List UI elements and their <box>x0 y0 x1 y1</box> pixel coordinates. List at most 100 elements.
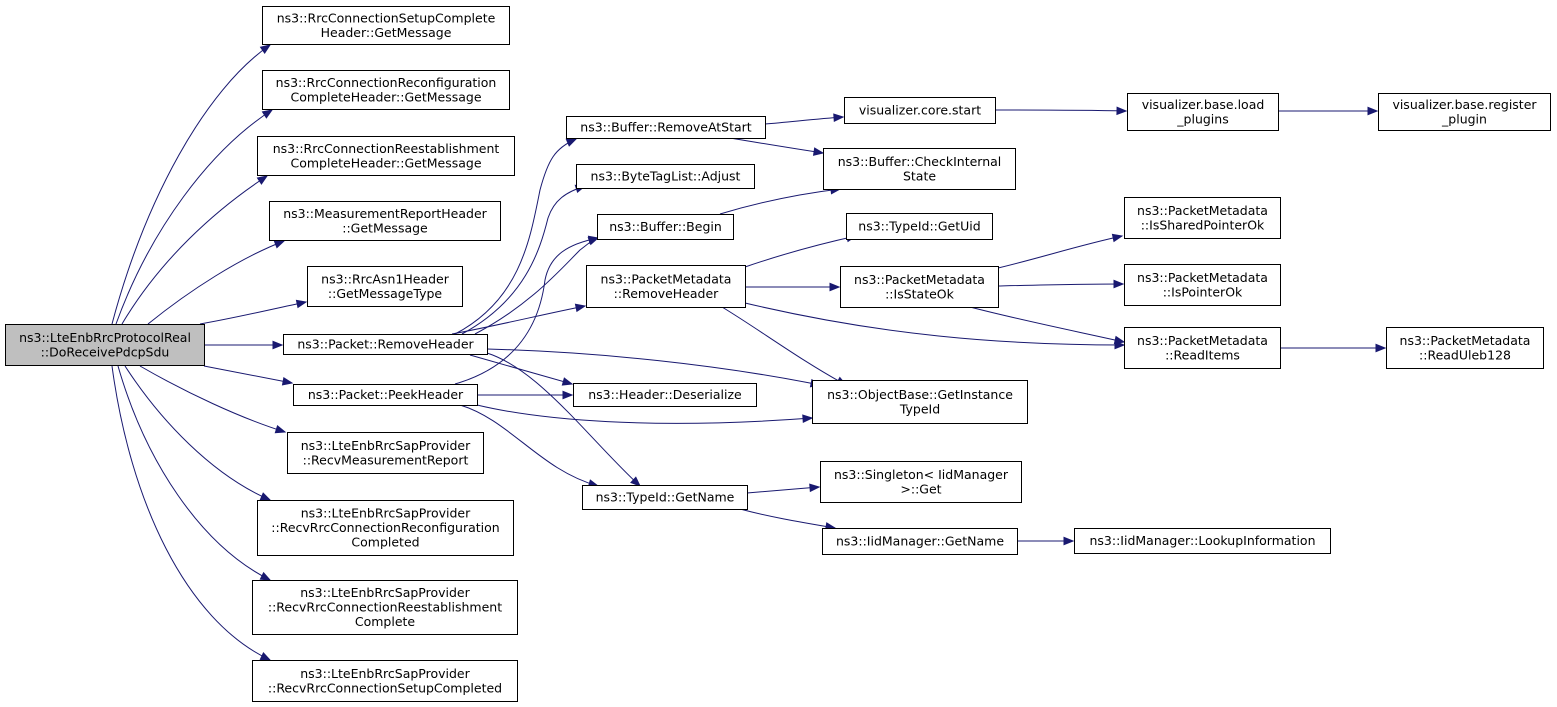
node-label-line: ns3::Buffer::CheckInternal <box>838 154 1002 169</box>
edge-layer <box>111 44 1387 661</box>
node-root[interactable]: ns3::LteEnbRrcProtocolReal::DoReceivePdc… <box>5 324 205 366</box>
node-box <box>1074 528 1331 554</box>
node-pm-remove[interactable]: ns3::PacketMetadata::RemoveHeader <box>586 265 746 308</box>
node-pm-shared[interactable]: ns3::PacketMetadata::IsSharedPointerOk <box>1124 197 1281 239</box>
edge-buf_begin-to-buf_check <box>719 188 841 215</box>
node-buf-begin[interactable]: ns3::Buffer::Begin <box>597 214 734 240</box>
node-label-line: ::RemoveHeader <box>614 286 720 301</box>
node-rcrc-get[interactable]: ns3::RrcConnectionReconfigurationComplet… <box>262 70 510 110</box>
node-box <box>5 324 205 366</box>
edge-tid_getname-to-iid_getname <box>739 508 836 529</box>
node-label-line: ::RecvRrcConnectionReestablishment <box>268 600 502 615</box>
node-box <box>597 214 734 240</box>
node-box <box>252 580 518 635</box>
edge-root-to-sap_reest <box>117 365 271 581</box>
node-label-line: ns3::PacketMetadata <box>1137 270 1268 285</box>
node-rcsc-get[interactable]: ns3::RrcConnectionSetupCompleteHeader::G… <box>262 6 510 45</box>
node-box <box>840 266 999 308</box>
node-box <box>1127 93 1279 131</box>
node-box <box>257 500 514 556</box>
node-sap-reest[interactable]: ns3::LteEnbRrcSapProvider::RecvRrcConnec… <box>252 580 518 635</box>
arrowhead-root-to-sap_reest <box>259 571 272 581</box>
node-pkt-peek[interactable]: ns3::Packet::PeekHeader <box>293 384 478 406</box>
arrowhead-pkt_peek-to-hdr_deser <box>562 390 574 400</box>
node-mrh-get[interactable]: ns3::MeasurementReportHeader::GetMessage <box>269 201 501 241</box>
arrowhead-pkt_peek-to-ob_getinst <box>802 414 814 424</box>
node-layer: ns3::LteEnbRrcProtocolReal::DoReceivePdc… <box>5 6 1551 702</box>
edge-pkt_remove-to-tid_getname <box>486 352 641 487</box>
node-label-line: ::RecvRrcConnectionSetupCompleted <box>268 680 502 695</box>
node-label-line: State <box>903 168 936 183</box>
node-label-line: ns3::PacketMetadata <box>854 272 985 287</box>
node-sap-meas[interactable]: ns3::LteEnbRrcSapProvider::RecvMeasureme… <box>287 432 484 474</box>
node-label-line: ns3::Packet::RemoveHeader <box>297 337 474 352</box>
node-label-line: ns3::LteEnbRrcSapProvider <box>301 506 471 521</box>
edge-root-to-mrh_get <box>147 240 285 325</box>
node-tid-getuid[interactable]: ns3::TypeId::GetUid <box>846 213 993 240</box>
node-label-line: ns3::LteEnbRrcSapProvider <box>300 585 470 600</box>
edge-pm_statek-to-pm_ptrok <box>997 283 1124 287</box>
node-label-line: visualizer.core.start <box>859 103 981 118</box>
edge-buf_remove-to-vis_core <box>764 116 844 125</box>
node-pm-ptrok[interactable]: ns3::PacketMetadata::IsPointerOk <box>1124 264 1281 306</box>
edge-root-to-pkt_peek <box>203 365 293 384</box>
node-label-line: ::DoReceivePdcpSdu <box>41 344 170 359</box>
arrowhead-vis_load-to-vis_register <box>1367 106 1379 116</box>
node-vis-load[interactable]: visualizer.base.load_plugins <box>1127 93 1279 131</box>
node-label-line: ns3::PacketMetadata <box>1400 333 1531 348</box>
node-pm-statek[interactable]: ns3::PacketMetadata::IsStateOk <box>840 266 999 308</box>
edge-pkt_peek-to-buf_begin <box>454 237 599 385</box>
node-iid-getname[interactable]: ns3::IidManager::GetName <box>822 528 1018 555</box>
node-label-line: ns3::MeasurementReportHeader <box>283 206 487 221</box>
node-pm-uleb[interactable]: ns3::PacketMetadata::ReadUleb128 <box>1386 327 1544 369</box>
node-label-line: ns3::Buffer::RemoveAtStart <box>580 120 752 135</box>
node-label-line: ns3::Packet::PeekHeader <box>308 387 464 402</box>
edge-pm_statek-to-pm_readitems <box>969 306 1125 343</box>
node-box <box>262 6 510 45</box>
node-box <box>586 265 746 308</box>
node-label-line: ns3::RrcConnectionSetupComplete <box>277 10 496 25</box>
node-singleton[interactable]: ns3::Singleton< IidManager>::Get <box>820 461 1022 503</box>
arrowhead-pkt_remove-to-hdr_deser <box>561 377 574 386</box>
edge-root-to-rcsc_get <box>111 44 271 325</box>
arrowhead-root-to-rcrc_get <box>261 109 274 119</box>
edge-pm_statek-to-pm_shared <box>997 235 1123 269</box>
node-box <box>287 432 484 474</box>
arrowhead-root-to-pkt_peek <box>281 376 294 386</box>
node-tid-getname[interactable]: ns3::TypeId::GetName <box>582 485 748 510</box>
edge-root-to-sap_reconf <box>124 365 271 501</box>
node-asn1-type[interactable]: ns3::RrcAsn1Header::GetMessageType <box>307 266 463 307</box>
node-rcre-get[interactable]: ns3::RrcConnectionReestablishmentComplet… <box>257 136 515 176</box>
node-vis-register[interactable]: visualizer.base.register_plugin <box>1378 93 1551 131</box>
node-label-line: ns3::ObjectBase::GetInstance <box>827 387 1013 402</box>
node-label-line: CompleteHeader::GetMessage <box>290 155 481 170</box>
node-btl-adjust[interactable]: ns3::ByteTagList::Adjust <box>576 164 755 189</box>
node-box <box>1386 327 1544 369</box>
edge-pkt_peek-to-tid_getname <box>459 404 599 487</box>
node-label-line: visualizer.base.load <box>1142 97 1265 112</box>
node-label-line: ::IsStateOk <box>885 286 955 301</box>
node-box <box>257 136 515 176</box>
edge-vis_core-to-vis_load <box>994 109 1127 112</box>
edge-root-to-asn1_type <box>199 301 307 325</box>
node-sap-setup[interactable]: ns3::LteEnbRrcSapProvider::RecvRrcConnec… <box>252 660 518 702</box>
node-label-line: ns3::TypeId::GetUid <box>858 219 980 234</box>
node-label-line: ns3::PacketMetadata <box>1137 203 1268 218</box>
node-box <box>1378 93 1551 131</box>
node-iid-lookup[interactable]: ns3::IidManager::LookupInformation <box>1074 528 1331 554</box>
node-vis-core[interactable]: visualizer.core.start <box>844 97 996 124</box>
node-pm-readitems[interactable]: ns3::PacketMetadata::ReadItems <box>1124 327 1281 369</box>
node-label-line: ns3::RrcAsn1Header <box>321 271 450 286</box>
edge-tid_getname-to-singleton <box>746 486 820 494</box>
node-hdr-deser[interactable]: ns3::Header::Deserialize <box>573 383 757 407</box>
node-label-line: ns3::TypeId::GetName <box>596 490 735 505</box>
arrowhead-pm_statek-to-pm_ptrok <box>1113 279 1125 289</box>
node-box <box>846 213 993 240</box>
node-buf-remove[interactable]: ns3::Buffer::RemoveAtStart <box>566 116 766 139</box>
node-sap-reconf[interactable]: ns3::LteEnbRrcSapProvider::RecvRrcConnec… <box>257 500 514 556</box>
arrowhead-iid_getname-to-iid_lookup <box>1063 536 1075 546</box>
node-pkt-remove[interactable]: ns3::Packet::RemoveHeader <box>283 334 488 355</box>
arrowhead-tid_getname-to-singleton <box>809 483 821 493</box>
